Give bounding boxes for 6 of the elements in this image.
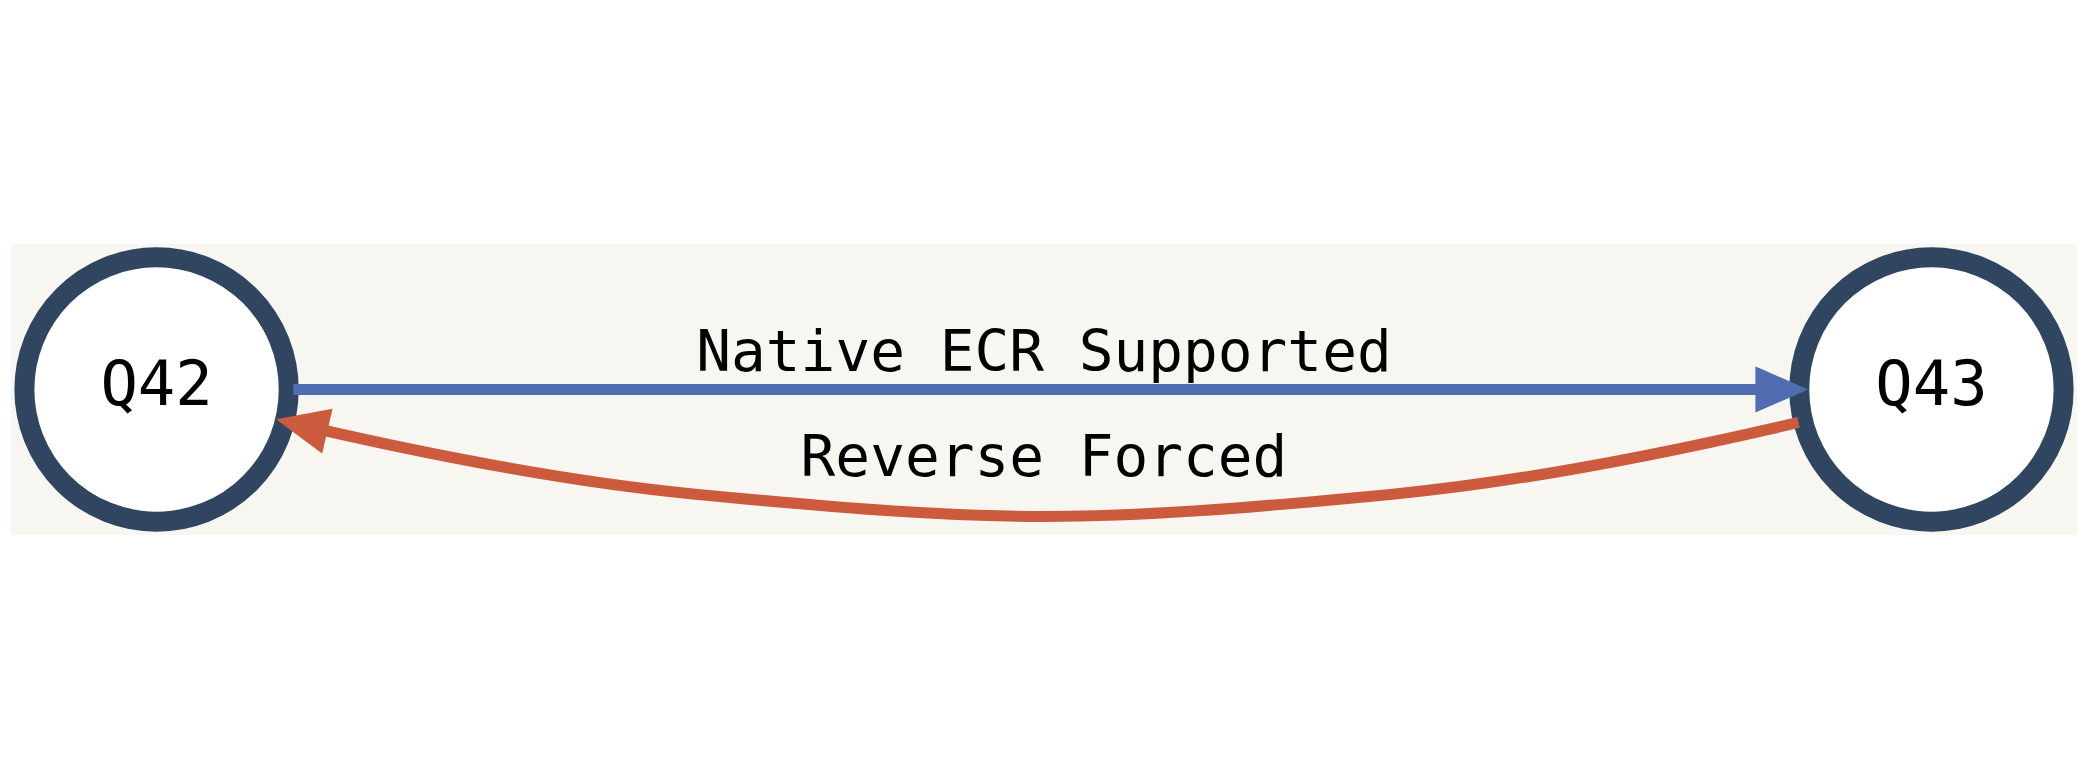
node-circle: Q43 bbox=[1789, 247, 2074, 532]
arrow bbox=[275, 408, 1800, 522]
node-circle: Q42 bbox=[14, 247, 299, 532]
edge-label: Reverse Forced bbox=[800, 421, 1288, 490]
arrow bbox=[293, 366, 1809, 413]
edge-label: Native ECR Supported bbox=[696, 317, 1392, 386]
